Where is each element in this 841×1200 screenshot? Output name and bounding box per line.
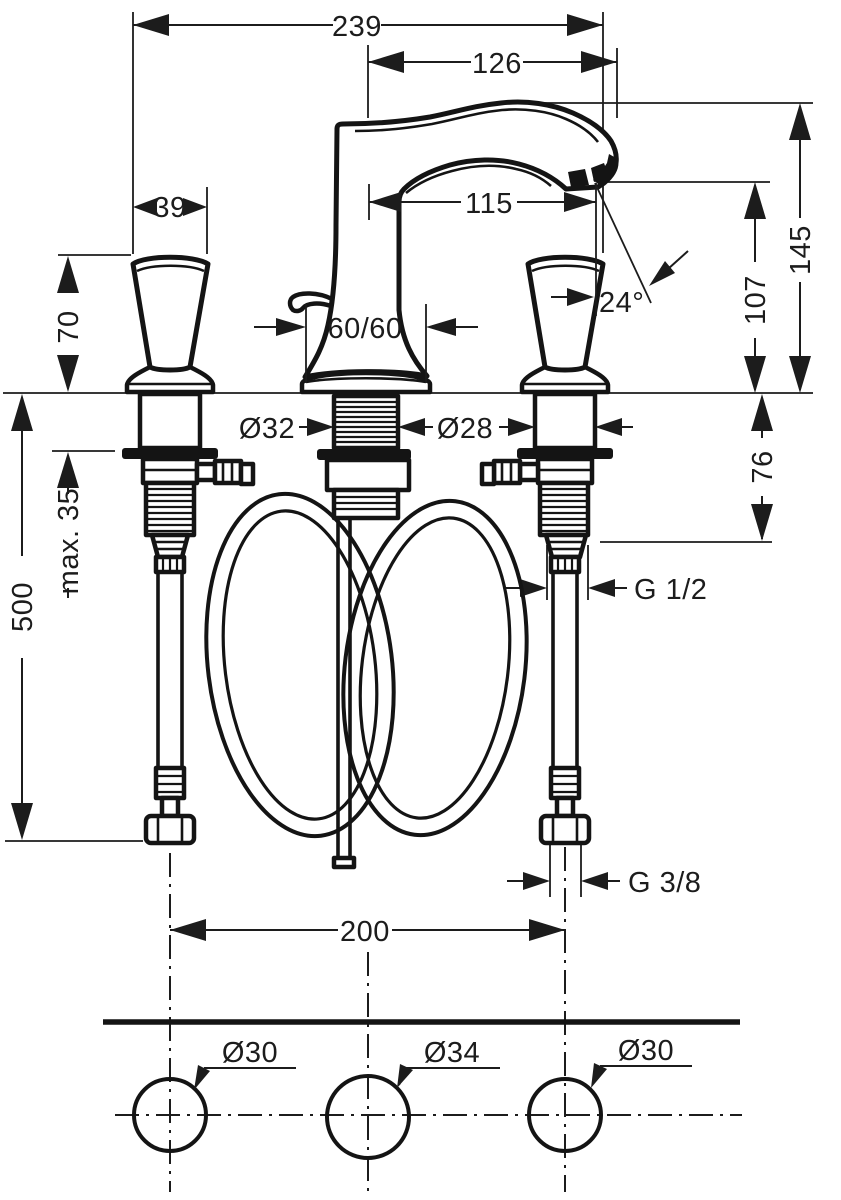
right-handle-unit	[479, 254, 613, 846]
center-mixer-unit	[317, 393, 412, 870]
right-outlet-crimp	[479, 461, 497, 487]
dim-height-outlet-label: 107	[740, 275, 772, 325]
dim-dia-center-shank-label: Ø32	[239, 413, 295, 445]
center-outlet-hose	[336, 518, 352, 860]
dimension-6060: 60/60	[254, 304, 478, 383]
dim-handle-height-label: 70	[53, 310, 85, 343]
hole-center	[325, 1074, 411, 1160]
countertop-section: Ø30 Ø34 Ø30	[103, 1019, 740, 1160]
hole-center-dia-label: Ø34	[424, 1037, 480, 1069]
dim-depth-below-deck-label: 76	[747, 450, 779, 483]
left-hose-neck	[159, 795, 181, 819]
dim-hose-length-label: 500	[7, 582, 39, 632]
reference-lines	[3, 12, 813, 897]
right-outlet-stub	[517, 461, 541, 483]
dimension-126: 126	[368, 48, 617, 80]
dimension-24deg: 24°	[551, 182, 689, 319]
dimension-76: 76	[747, 394, 779, 541]
dim-deck-thickness-label: max. 35	[53, 488, 85, 595]
dimension-g38: G 3/8	[507, 867, 701, 899]
hose-loops	[204, 491, 529, 839]
dimension-g12: G 1/2	[504, 574, 707, 606]
right-valve-shank	[532, 391, 598, 451]
dimension-39: 39	[133, 192, 207, 224]
dim-dia-handle-shank-label: Ø28	[437, 413, 493, 445]
left-handle-base	[124, 364, 216, 395]
dim-overall-width-label: 239	[332, 11, 382, 43]
left-outlet-crimp	[238, 461, 256, 487]
left-hose-connector	[149, 532, 191, 560]
right-valve-thread	[537, 480, 591, 538]
dimension-max35: max. 35	[53, 452, 85, 598]
left-valve-thread	[143, 480, 197, 538]
dimension-200: 200	[170, 916, 565, 948]
left-outlet-nut	[212, 458, 244, 486]
dimension-dia-shanks: Ø32 Ø28	[239, 413, 633, 445]
hole-right	[527, 1077, 603, 1153]
right-hose-nut	[538, 813, 592, 846]
right-handle-base	[519, 364, 611, 395]
dimension-145: 145	[785, 103, 817, 393]
aerator-segment-2	[591, 163, 609, 182]
left-deck-washer	[122, 448, 218, 459]
hole-left	[132, 1077, 208, 1153]
right-deck-washer	[517, 448, 613, 459]
dim-thread-hose-label: G 3/8	[628, 867, 701, 899]
left-handle-unit	[122, 254, 256, 846]
dimension-70: 70	[53, 256, 85, 392]
left-valve-shank	[137, 391, 203, 451]
center-body	[324, 457, 412, 493]
dimension-500: 500	[7, 394, 39, 840]
dimension-107: 107	[740, 182, 772, 393]
hole-left-dia-label: Ø30	[222, 1037, 278, 1069]
dim-height-spout-top-label: 145	[785, 225, 817, 275]
dim-spout-projection-label: 126	[472, 48, 522, 80]
left-supply-hose	[156, 572, 184, 768]
right-outlet-nut	[491, 458, 523, 486]
left-hose-nut	[143, 813, 197, 846]
dimension-239: 239	[133, 11, 603, 43]
dim-spout-base-label: 60/60	[327, 313, 402, 345]
right-handle	[525, 254, 606, 373]
dim-thread-supply-label: G 1/2	[634, 574, 707, 606]
spout	[287, 99, 619, 395]
dim-spray-angle-label: 24°	[599, 287, 644, 319]
right-supply-hose	[551, 572, 579, 768]
center-deck-washer	[317, 449, 411, 460]
dim-handle-width-label: 39	[153, 192, 186, 224]
left-outlet-stub	[194, 461, 218, 483]
hole-right-dia-label: Ø30	[618, 1035, 674, 1067]
aerator-segment-1	[568, 169, 589, 187]
popup-rod-lever	[287, 291, 335, 314]
dimension-115: 115	[368, 184, 596, 220]
right-hose-neck	[554, 795, 576, 819]
left-handle	[130, 254, 211, 373]
dim-hole-spacing-label: 200	[340, 916, 390, 948]
center-hose-end	[331, 855, 357, 870]
dim-spout-outlet-reach-label: 115	[465, 188, 513, 220]
right-hose-connector	[543, 532, 589, 560]
